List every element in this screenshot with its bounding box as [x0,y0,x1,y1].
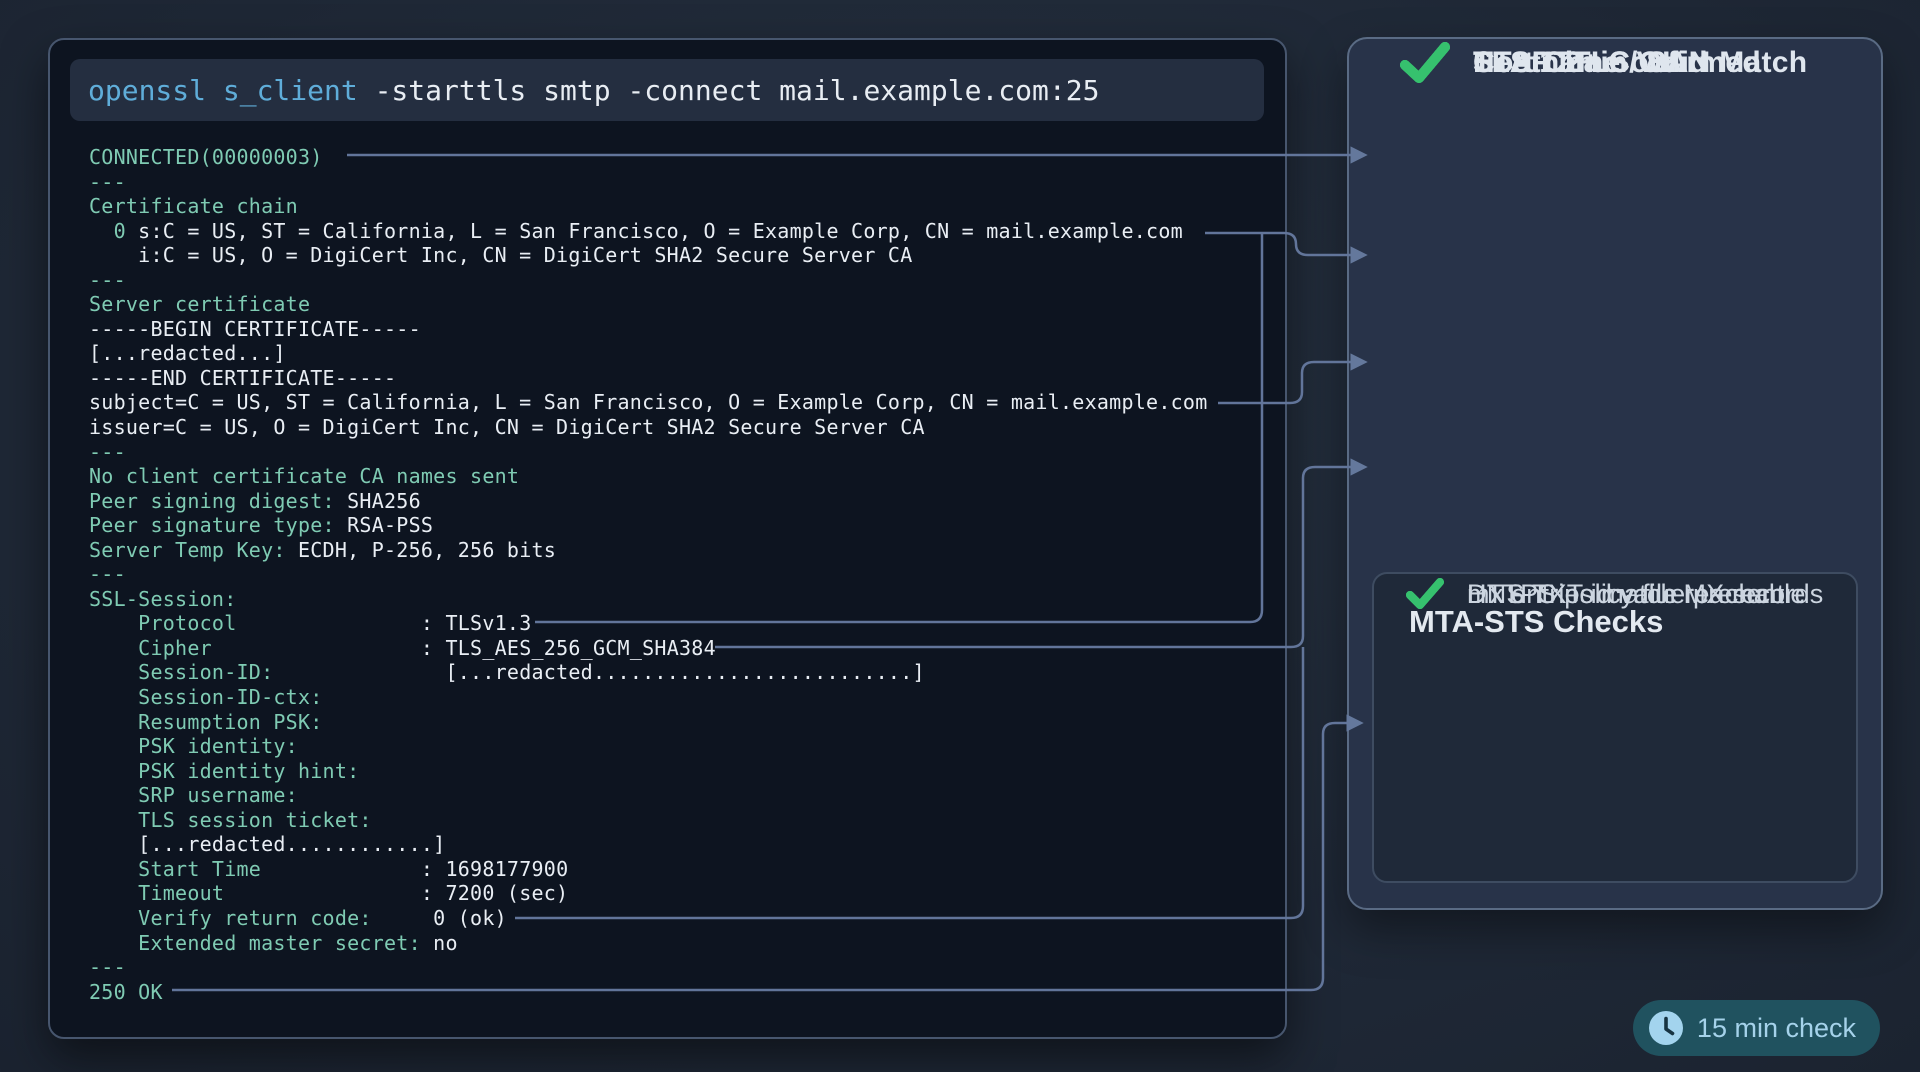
mta-check-row: DNS TXT id value present [1406,574,1784,614]
terminal-line: 250 OK [89,979,163,1004]
terminal-line: Server Temp Key: ECDH, P-256, 256 bits [89,537,557,562]
mta-check-label: DNS TXT id value present [1467,578,1785,609]
terminal-line: i:C = US, O = DigiCert Inc, CN = DigiCer… [89,243,913,268]
terminal-line: Start Time : 1698177900 [89,856,569,881]
check-icon [1400,42,1450,83]
terminal-line: PSK identity: [89,734,298,759]
mta-check-row: mx entries match MX records [1406,574,1824,614]
command-bar: openssl s_client -starttls smtp -connect… [70,59,1264,121]
terminal-line: issuer=C = US, O = DigiCert Inc, CN = Di… [89,415,925,440]
clock-icon [1648,1011,1683,1045]
terminal-line: [...redacted............] [89,832,446,857]
terminal-line: Cipher : TLS_AES_256_GCM_SHA384 [89,635,716,660]
terminal-line: --- [89,267,126,292]
check-label: STARTTLS OK [1473,46,1685,79]
command-highlight: openssl s_client [88,73,358,107]
terminal-line: Session-ID: [...redacted................… [89,660,925,685]
mta-sts-box: MTA-STS Checks DNS TXT id value present … [1372,572,1858,883]
check-icon [1406,578,1444,609]
terminal-line: TLS session ticket: [89,807,372,832]
terminal-line: --- [89,439,126,464]
command-args: -starttls smtp -connect mail.example.com… [357,73,1100,107]
check-label: Hostname / SAN Match [1473,46,1808,79]
terminal-line: [...redacted...] [89,341,286,366]
terminal-window: openssl s_client -starttls smtp -connect… [48,38,1287,1039]
terminal-output: CONNECTED(00000003)---Certificate chain … [89,145,1207,1004]
check-label: Cert Chain Valid [1473,46,1708,79]
check-label: TLS 1.2+ Confirmed [1473,46,1761,79]
interval-badge-label: 15 min check [1696,1012,1856,1043]
terminal-line: Verify return code: 0 (ok) [89,905,507,930]
terminal-line: --- [89,169,126,194]
terminal-line: Server certificate [89,292,311,317]
terminal-line: SSL-Session: [89,586,237,611]
terminal-line: No client certificate CA names sent [89,464,520,489]
terminal-line: Resumption PSK: [89,709,323,734]
terminal-line: 0 s:C = US, ST = California, L = San Fra… [89,218,1183,243]
terminal-line: Peer signature type: RSA-PSS [89,513,434,538]
terminal-line: PSK identity hint: [89,758,360,783]
checks-panel: STARTTLS OK Cert Chain Valid Hostname / … [1347,37,1883,910]
terminal-line: Extended master secret: no [89,930,458,955]
check-row: TLS 1.2+ Confirmed [1400,39,1761,87]
terminal-line: -----BEGIN CERTIFICATE----- [89,316,421,341]
terminal-line: CONNECTED(00000003) [89,145,323,169]
terminal-line: SRP username: [89,783,298,808]
terminal-line: --- [89,562,126,587]
interval-badge: 15 min check [1632,1000,1880,1056]
terminal-line: subject=C = US, ST = California, L = San… [89,390,1208,415]
terminal-line: Certificate chain [89,194,298,219]
terminal-line: -----END CERTIFICATE----- [89,365,397,390]
terminal-line: Session-ID-ctx: [89,685,323,710]
mta-sts-title: MTA-STS Checks [1409,604,1664,639]
mta-check-label: mx entries match MX records [1467,578,1824,609]
mta-check-label: HTTPS policy file reachable [1467,578,1806,609]
terminal-line: Protocol : TLSv1.3 [89,611,532,636]
terminal-line: Timeout : 7200 (sec) [89,881,569,906]
terminal-line: Peer signing digest: SHA256 [89,488,421,513]
terminal-line: --- [89,955,126,980]
